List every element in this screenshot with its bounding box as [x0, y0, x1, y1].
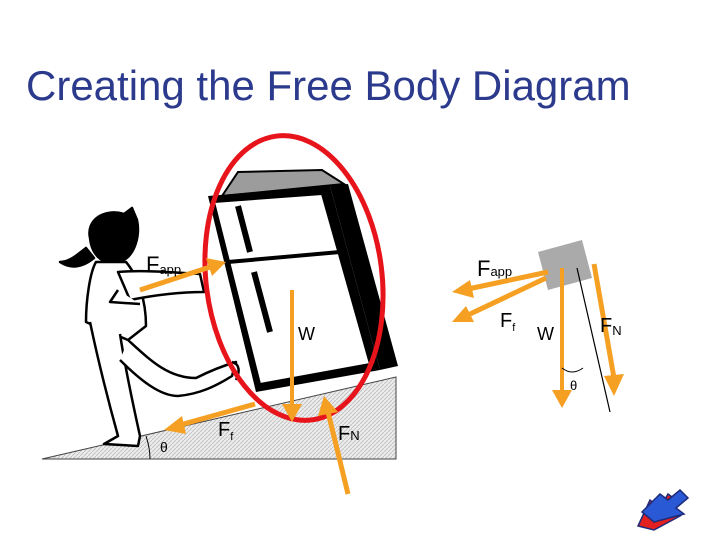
theta-left-label: θ: [160, 439, 168, 455]
angle-arc-right: [561, 367, 584, 373]
normal-force-arrow-scene: [318, 396, 351, 495]
weight-label-fbd: W: [537, 324, 554, 344]
friction-arrow-scene: [164, 401, 256, 434]
ff-right-label: Ff: [500, 310, 516, 334]
fbd-friction-arrow: [452, 275, 548, 322]
angle-arc-left: [145, 435, 151, 460]
fbd-weight-arrow: [552, 268, 572, 408]
nav-arrows-icon[interactable]: [636, 488, 690, 531]
selection-circle: [202, 133, 386, 423]
weight-arrow: [282, 290, 302, 422]
fapp-right-label: Fapp: [477, 256, 512, 281]
fbd-block: [538, 240, 592, 290]
fbd-normal-force-arrow: [591, 263, 624, 396]
fbd-applied-force-arrow: [452, 269, 549, 298]
ramp: [41, 376, 397, 460]
fapp-left-label: Fapp: [146, 252, 181, 277]
refrigerator: [208, 168, 398, 392]
applied-force-arrow: [139, 258, 226, 293]
ff-left-label: Ff: [218, 419, 234, 443]
fn-right-label: FN: [600, 315, 622, 338]
weight-label-scene: W: [298, 324, 315, 344]
fn-left-label: FN: [338, 423, 360, 445]
person-figure: [58, 206, 240, 448]
surface-line: [576, 267, 611, 413]
theta-right-label: θ: [570, 378, 577, 393]
slide-title: Creating the Free Body Diagram: [26, 62, 631, 109]
